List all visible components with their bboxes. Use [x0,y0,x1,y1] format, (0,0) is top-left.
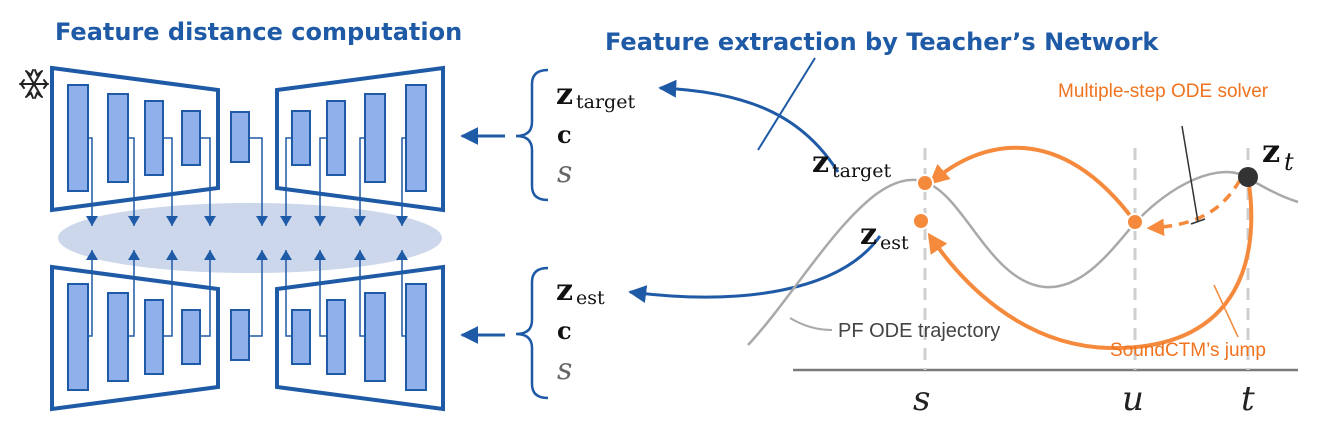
svg-text:z: z [860,217,877,252]
ode-solver-dashed-step [1146,179,1242,236]
bottom-network-blocks [67,283,427,391]
top-down-arrowheads [86,216,408,226]
ode-solver-label: Multiple-step ODE solver [1058,81,1269,102]
bottom-c-label: c [557,316,572,345]
top-s-label: s [557,155,572,190]
left-title: Feature distance computation [55,18,462,46]
plot-z-est-label: z est [860,217,909,254]
trajectory-label-pointer [789,317,833,331]
z-target-point [916,174,934,192]
bottom-input-brace [515,266,549,400]
snowflake-icon [19,69,49,99]
svg-text:target: target [832,160,891,182]
tick-label-t: t [1241,379,1255,419]
svg-text:est: est [880,232,909,254]
feature-ellipse [58,203,442,273]
svg-text:z: z [556,77,573,112]
bottom-z-est-label: z est [556,273,605,309]
top-encoder-frame [50,65,220,213]
tick-label-s: s [913,379,930,419]
z-est-point [912,212,930,230]
top-c-label: c [557,120,572,149]
z-t-point [1238,167,1258,187]
bottom-encoder-frame [50,264,220,412]
top-network-blocks [67,84,427,192]
svg-text:target: target [576,91,635,113]
soundctm-jump-arrow [927,177,1254,351]
jump-label: SoundCTM’s jump [1110,340,1266,361]
plot-z-target-label: z target [812,145,891,182]
ode-solver-arrow [928,145,1137,224]
top-z-target-label: z target [556,77,635,113]
svg-text:est: est [576,287,605,309]
extract-target-arrow [658,79,840,173]
bottom-up-arrowheads [86,250,408,260]
title-pointer-line [757,57,816,151]
right-title: Feature extraction by Teacher’s Network [605,28,1159,56]
ode-solver-pointer-tick [1190,218,1206,225]
top-decoder-frame [275,65,445,213]
plot-z-t-label: z t [1262,132,1294,176]
pf-ode-trajectory-curve [747,170,1299,346]
bottom-s-label: s [557,352,572,387]
bottom-skip-connections [88,250,406,337]
svg-text:z: z [1262,132,1280,170]
extract-est-arrow [628,235,882,303]
top-skip-connections [88,137,406,226]
bottom-decoder-frame [275,264,445,412]
trajectory-label: PF ODE trajectory [838,320,1000,342]
jump-label-pointer [1213,284,1239,338]
svg-text:z: z [556,273,573,308]
tick-label-u: u [1122,379,1144,419]
z-u-point [1126,213,1144,231]
svg-text:t: t [1284,148,1294,176]
ode-solver-pointer [1181,125,1199,223]
svg-text:z: z [812,145,829,180]
top-input-brace [515,68,549,202]
